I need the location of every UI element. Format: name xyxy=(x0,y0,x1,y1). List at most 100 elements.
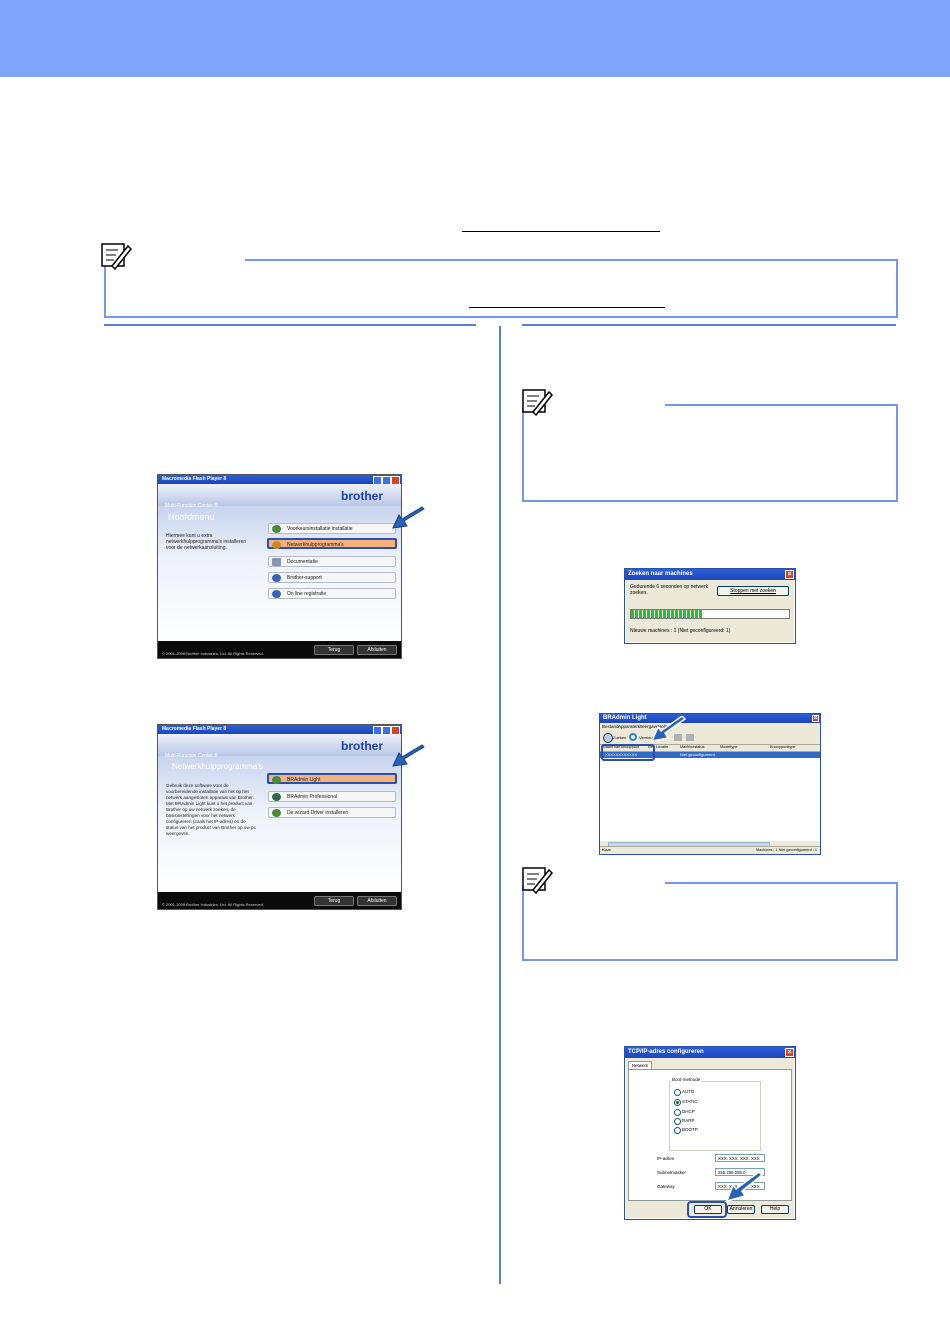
stop-search-button[interactable]: Stoppen met zoeken xyxy=(717,586,789,596)
note-box-top xyxy=(104,259,898,318)
table-row[interactable]: XXXXXXXXXXXX Niet geconfigureerd xyxy=(600,752,820,758)
dialog-title: Zoeken naar machines xyxy=(628,571,693,577)
note-icon xyxy=(101,243,133,271)
status-right: Machines : 1 Niet geconfigureerd : 1 xyxy=(756,848,817,852)
pointer-arrow-icon xyxy=(392,506,425,529)
back-button[interactable]: Terug xyxy=(314,896,354,906)
menu-item-bradmin-professional[interactable]: BRAdmin Professional xyxy=(268,791,396,802)
pointer-arrow-icon xyxy=(650,716,687,742)
node-name-cell: XXXXXXXXXXXX xyxy=(605,752,638,757)
bradmin-professional-icon xyxy=(272,793,281,801)
support-icon xyxy=(272,574,281,582)
menu-help[interactable]: Help xyxy=(658,724,668,729)
bradmin-light-icon xyxy=(272,776,281,784)
link-underline xyxy=(462,231,660,232)
menu-item-bradmin-light[interactable]: BRAdmin Light xyxy=(267,773,397,784)
toolbar: Zoeken Vernieuw xyxy=(600,731,820,745)
column-header-node-type[interactable]: Knooppunttype xyxy=(770,745,796,749)
registration-icon xyxy=(272,590,281,598)
device-icon[interactable] xyxy=(674,734,682,741)
ip-address-label: IP-adres xyxy=(657,1156,675,1161)
dialog-titlebar: Zoeken naar machines × xyxy=(625,569,795,580)
gateway-label: Gateway xyxy=(657,1184,675,1189)
menu-item-driver-wizard[interactable]: De wizard Driver installeren xyxy=(268,807,396,818)
progress-fill xyxy=(631,610,703,618)
menu-devices[interactable]: Apparaten xyxy=(618,724,639,729)
brand-logo: brother xyxy=(341,489,383,503)
search-icon[interactable] xyxy=(603,733,613,743)
column-header-re[interactable]: Re xyxy=(648,745,653,749)
column-divider xyxy=(499,326,501,1284)
back-button[interactable]: Terug xyxy=(314,645,354,655)
tab-panel: Boot-methode AUTO STATIC DHCP RARP BOOTP… xyxy=(628,1069,792,1201)
page-heading: Netwerkhulpprogramma's xyxy=(172,762,263,771)
radio-icon[interactable] xyxy=(674,1109,681,1116)
column-header-location[interactable]: Locatie xyxy=(656,745,669,749)
copyright: © 2001-2006 Brother Industries, Ltd. All… xyxy=(162,902,264,907)
menu-file[interactable]: Bestand xyxy=(602,724,619,729)
radio-selected-icon[interactable] xyxy=(674,1099,681,1106)
page-heading: Hoofdmenu xyxy=(168,512,215,522)
left-column-rule xyxy=(104,324,476,326)
search-text: Gedurende 6 seconden op netwerk xyxy=(630,584,709,590)
status-cell: Niet geconfigureerd xyxy=(680,752,715,757)
note-box-2 xyxy=(522,882,898,961)
radio-icon[interactable] xyxy=(674,1118,681,1125)
pointer-arrow-icon xyxy=(392,744,425,767)
column-header-model[interactable]: Modeltype xyxy=(720,745,738,749)
highlight-frame xyxy=(601,744,655,761)
note-box-1 xyxy=(522,404,898,502)
dialog-title: TCP/IP-adres configureren xyxy=(628,1049,704,1055)
menu-item-network-utilities[interactable]: Netwerkhulpprogramma's xyxy=(267,538,397,549)
highlight-frame xyxy=(687,1201,727,1218)
search-progress-bar xyxy=(630,609,790,619)
close-icon[interactable]: × xyxy=(812,715,819,722)
cancel-button[interactable]: Annuleren xyxy=(727,1205,755,1214)
link-underline xyxy=(469,307,665,308)
subnet-mask-field[interactable]: 255.255.255.0 xyxy=(715,1168,765,1176)
header-band xyxy=(0,0,950,77)
device-icon[interactable] xyxy=(686,734,694,741)
tcpip-dialog: TCP/IP-adres configureren × Netwerk Boot-… xyxy=(624,1046,796,1220)
exit-button[interactable]: Afsluiten xyxy=(357,896,397,906)
exit-button[interactable]: Afsluiten xyxy=(357,645,397,655)
ip-address-field[interactable]: XXX. XXX. XXX. XXX xyxy=(715,1154,765,1162)
help-button[interactable]: Help xyxy=(761,1205,789,1214)
flash-window-main-menu: Macromedia Flash Player 8 brother Multi-… xyxy=(157,474,402,659)
flash-window-network-utilities: Macromedia Flash Player 8 brother Multi-… xyxy=(157,724,402,910)
search-button-label[interactable]: Zoeken xyxy=(613,735,627,740)
menu-view[interactable]: Weergave xyxy=(638,724,659,729)
close-icon[interactable]: × xyxy=(785,1048,794,1057)
brand-logo: brother xyxy=(341,739,383,753)
ok-button[interactable]: OK xyxy=(694,1205,722,1214)
status-left: Klaar xyxy=(602,848,611,852)
radio-icon[interactable] xyxy=(674,1127,681,1134)
note-icon xyxy=(522,867,554,895)
search-text-2: zoeken. xyxy=(630,590,648,596)
menu-item-support[interactable]: Brother-support xyxy=(268,572,396,583)
note-icon xyxy=(522,389,554,417)
tools-icon xyxy=(272,541,281,549)
menu-item-documentation[interactable]: Documentatie xyxy=(268,556,396,567)
window-title: Macromedia Flash Player 8 xyxy=(162,726,227,732)
status-bar: Klaar Machines : 1 Niet geconfigureerd :… xyxy=(600,846,820,854)
window-title: BRAdmin Light xyxy=(603,715,647,721)
radio-icon[interactable] xyxy=(674,1089,681,1096)
window-titlebar: Macromedia Flash Player 8 xyxy=(158,725,401,735)
bradmin-light-window: BRAdmin Light × Bestand Apparaten Weerga… xyxy=(599,713,821,855)
dialog-titlebar: TCP/IP-adres configureren × xyxy=(625,1047,795,1058)
column-header-status[interactable]: Machinestatus xyxy=(680,745,705,749)
menu-item-registration[interactable]: On line registratie xyxy=(268,588,396,599)
subnet-mask-label: Subnetmasker xyxy=(657,1170,687,1175)
menu-item-install[interactable]: Voorkeursinstallatie installatie xyxy=(268,523,396,534)
pointer-arrow-icon xyxy=(725,1172,764,1203)
refresh-icon[interactable] xyxy=(629,733,637,741)
boot-method-label: Boot-methode xyxy=(671,1077,702,1082)
column-header-node-name[interactable]: Naam van knooppunt xyxy=(603,745,640,749)
tab-network[interactable]: Netwerk xyxy=(628,1061,652,1070)
list-header: Naam van knooppunt Re Locatie Machinesta… xyxy=(600,745,820,752)
search-status: Nieuwe machines : 1 (Niet geconfigureerd… xyxy=(630,628,731,634)
copyright: © 2001-2006 Brother Industries, Ltd. All… xyxy=(162,651,264,656)
close-icon[interactable]: × xyxy=(785,570,794,579)
refresh-button-label[interactable]: Vernieuw xyxy=(639,735,656,740)
